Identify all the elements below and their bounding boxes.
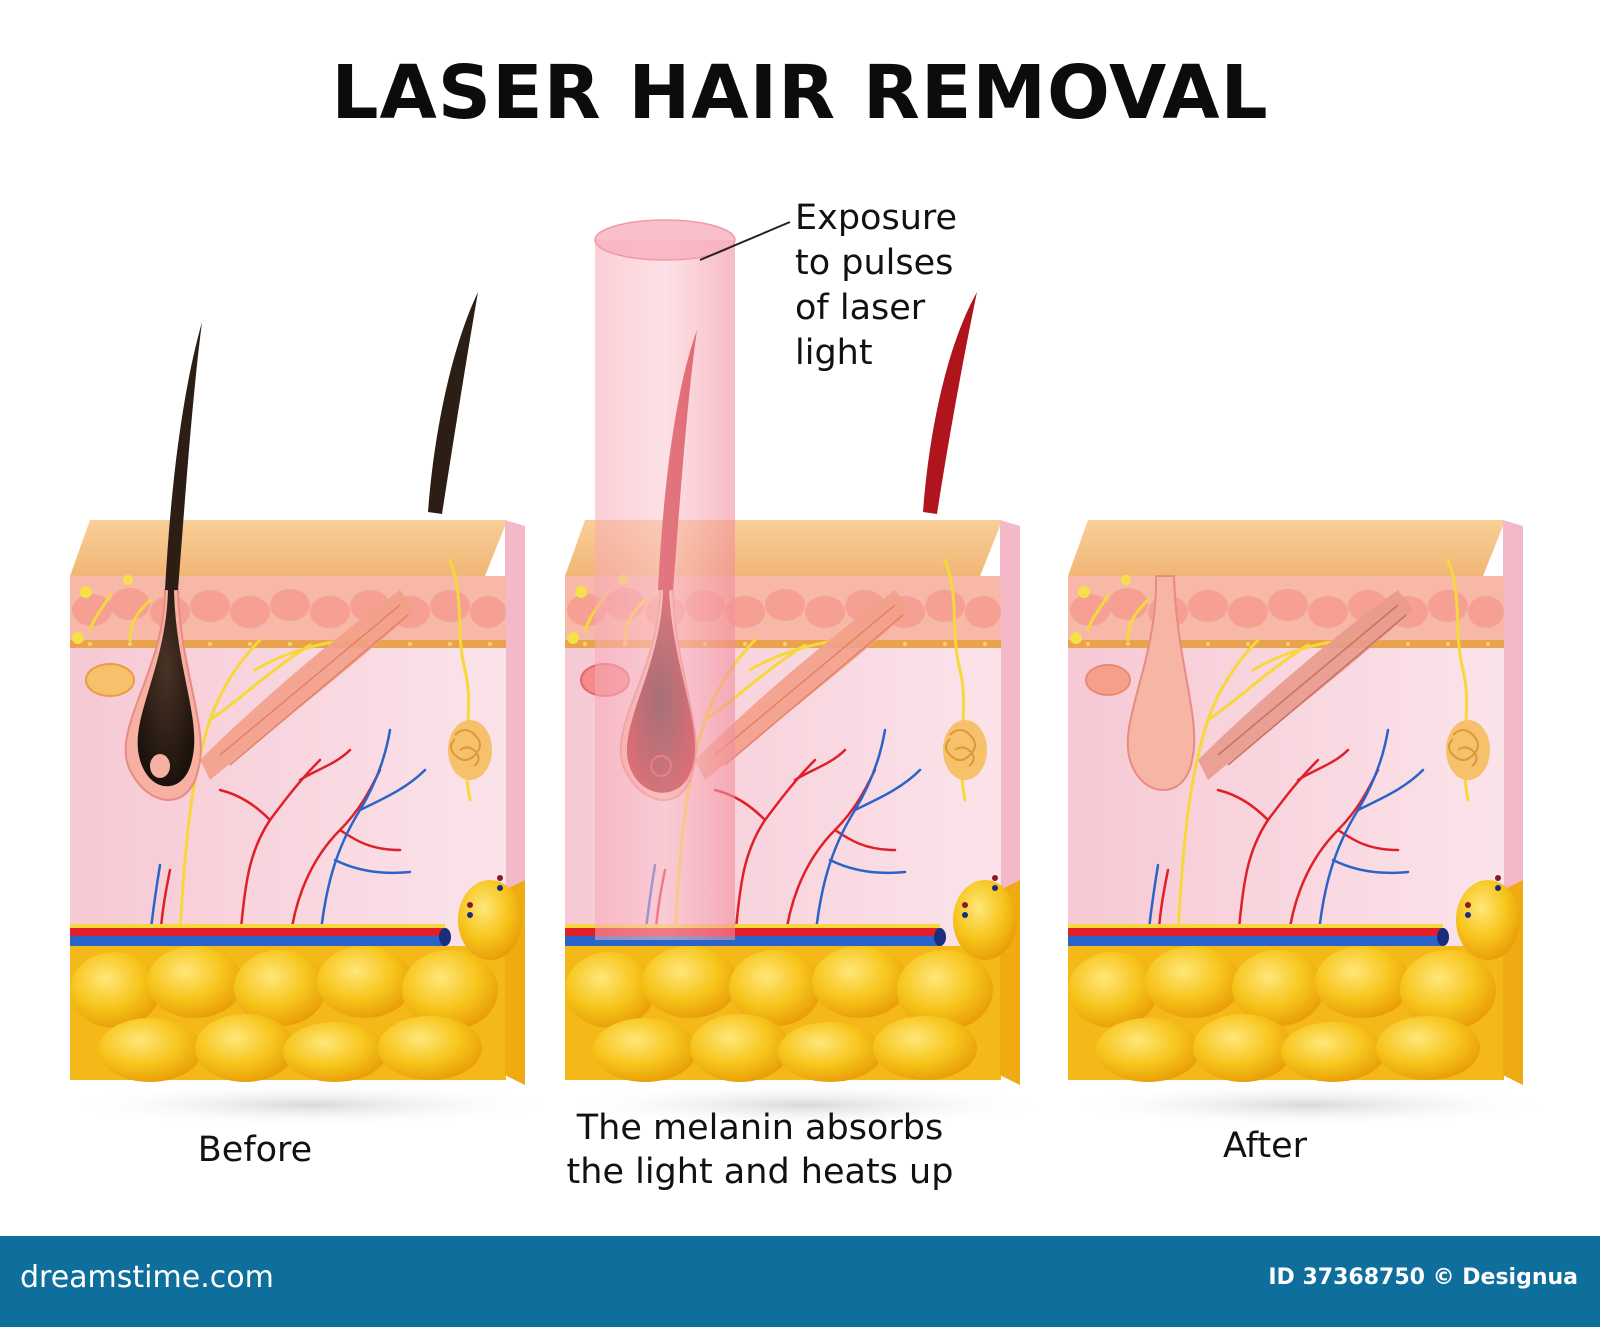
footer-stock-id: ID 37368750 © Designua (1268, 1265, 1578, 1290)
empty-follicle (1126, 575, 1196, 791)
label-line: After (1222, 1126, 1308, 1166)
label-line: The melanin absorbs (576, 1108, 944, 1148)
panel-laser (553, 219, 1057, 1129)
diagram-title: LASER HAIR REMOVAL (331, 50, 1269, 136)
panel-before (58, 292, 562, 1129)
callout-line: of laser (795, 288, 926, 328)
laser-callout: Exposure to pulses of laser light (795, 196, 957, 376)
hair-bulb-dark (137, 590, 195, 787)
callout-line: Exposure (795, 198, 958, 238)
footer-brand: dreamstime.com (20, 1260, 274, 1295)
footer-bar: dreamstime.com ID 37368750 © Designua (0, 1236, 1600, 1327)
label-melanin: The melanin absorbs the light and heats … (520, 1106, 1000, 1194)
callout-leader (699, 221, 791, 261)
label-before: Before (150, 1128, 360, 1172)
label-line: Before (197, 1130, 313, 1170)
callout-line: light (795, 333, 873, 373)
callout-line: to pulses (795, 243, 954, 283)
label-after: After (1160, 1124, 1370, 1168)
hair-shaft-before (165, 322, 202, 590)
laser-beam (594, 219, 736, 940)
label-line: the light and heats up (566, 1152, 954, 1192)
panel-after (1056, 518, 1560, 1129)
